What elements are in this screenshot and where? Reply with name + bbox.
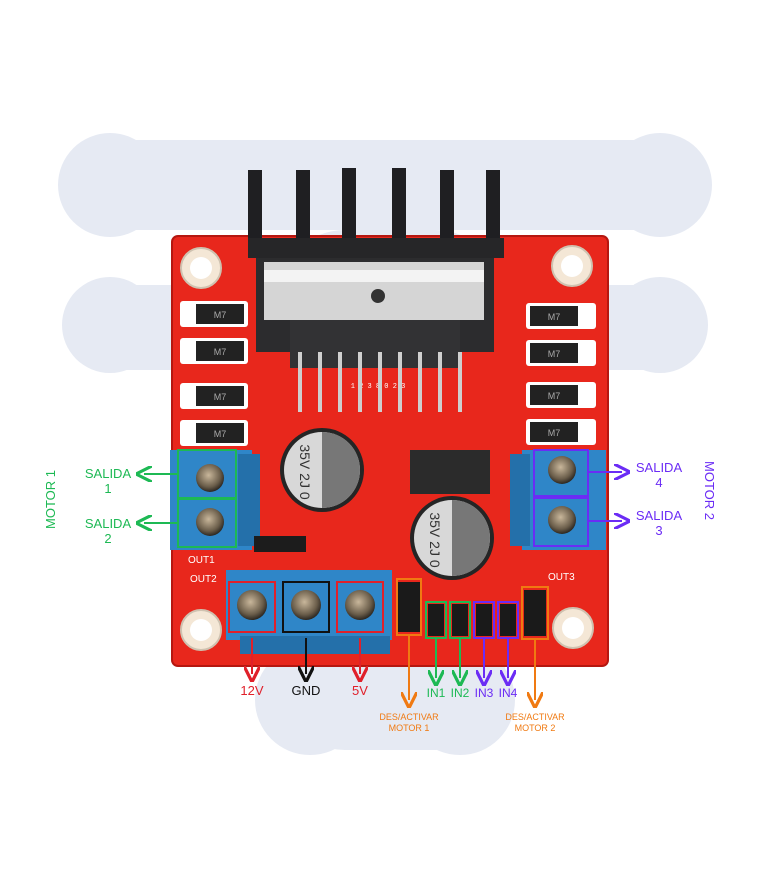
svg-text:M7: M7 [548, 428, 561, 438]
terminal-motor2: OUT3 [510, 450, 606, 583]
l298n-chip-heatsink: 1 2 3 8 0 2 3 [248, 168, 504, 412]
regulator [410, 450, 490, 494]
svg-text:OUT3: OUT3 [548, 572, 575, 583]
label-enb: DES/ACTIVAR MOTOR 2 [505, 712, 565, 733]
svg-text:35V 2J 0: 35V 2J 0 [297, 444, 313, 499]
label-in4: IN4 [498, 686, 518, 700]
svg-text:M7: M7 [214, 310, 227, 320]
label-in3: IN3 [474, 686, 494, 700]
motor1-title: MOTOR 1 [43, 470, 58, 530]
12v-highlight [228, 581, 276, 633]
diodes-right: M7 M7 M7 M7 [526, 303, 596, 445]
out2-label: SALIDA 2 [84, 516, 132, 546]
svg-text:M7: M7 [214, 392, 227, 402]
out4-label: SALIDA 4 [635, 460, 683, 490]
label-ena: DES/ACTIVAR MOTOR 1 [379, 712, 439, 733]
out1-label: SALIDA 1 [84, 466, 132, 496]
arrows [144, 472, 622, 700]
label-5v: 5V [352, 683, 368, 698]
motor2-title: MOTOR 2 [702, 460, 717, 520]
diodes-left: M7 M7 M7 M7 [180, 301, 248, 446]
svg-text:OUT2: OUT2 [190, 574, 217, 585]
capacitor-right: 35V 2J 0 [410, 496, 494, 580]
label-gnd: GND [291, 683, 321, 698]
capacitor-left: 35V 2J 0 [280, 428, 364, 512]
terminal-motor1: OUT1 [170, 450, 260, 566]
svg-text:OUT1: OUT1 [188, 555, 215, 566]
label-in1: IN1 [426, 686, 446, 700]
control-header [398, 582, 546, 636]
label-in2: IN2 [450, 686, 470, 700]
svg-text:M7: M7 [214, 347, 227, 357]
svg-text:M7: M7 [548, 349, 561, 359]
jumper-5v [254, 536, 306, 552]
svg-text:M7: M7 [548, 391, 561, 401]
5v-highlight [336, 581, 384, 633]
out3-label: SALIDA 3 [635, 508, 683, 538]
gnd-highlight [282, 581, 330, 633]
label-12v: 12V [240, 683, 264, 698]
svg-text:M7: M7 [548, 312, 561, 322]
svg-text:35V 2J 0: 35V 2J 0 [427, 512, 443, 567]
svg-text:M7: M7 [214, 429, 227, 439]
